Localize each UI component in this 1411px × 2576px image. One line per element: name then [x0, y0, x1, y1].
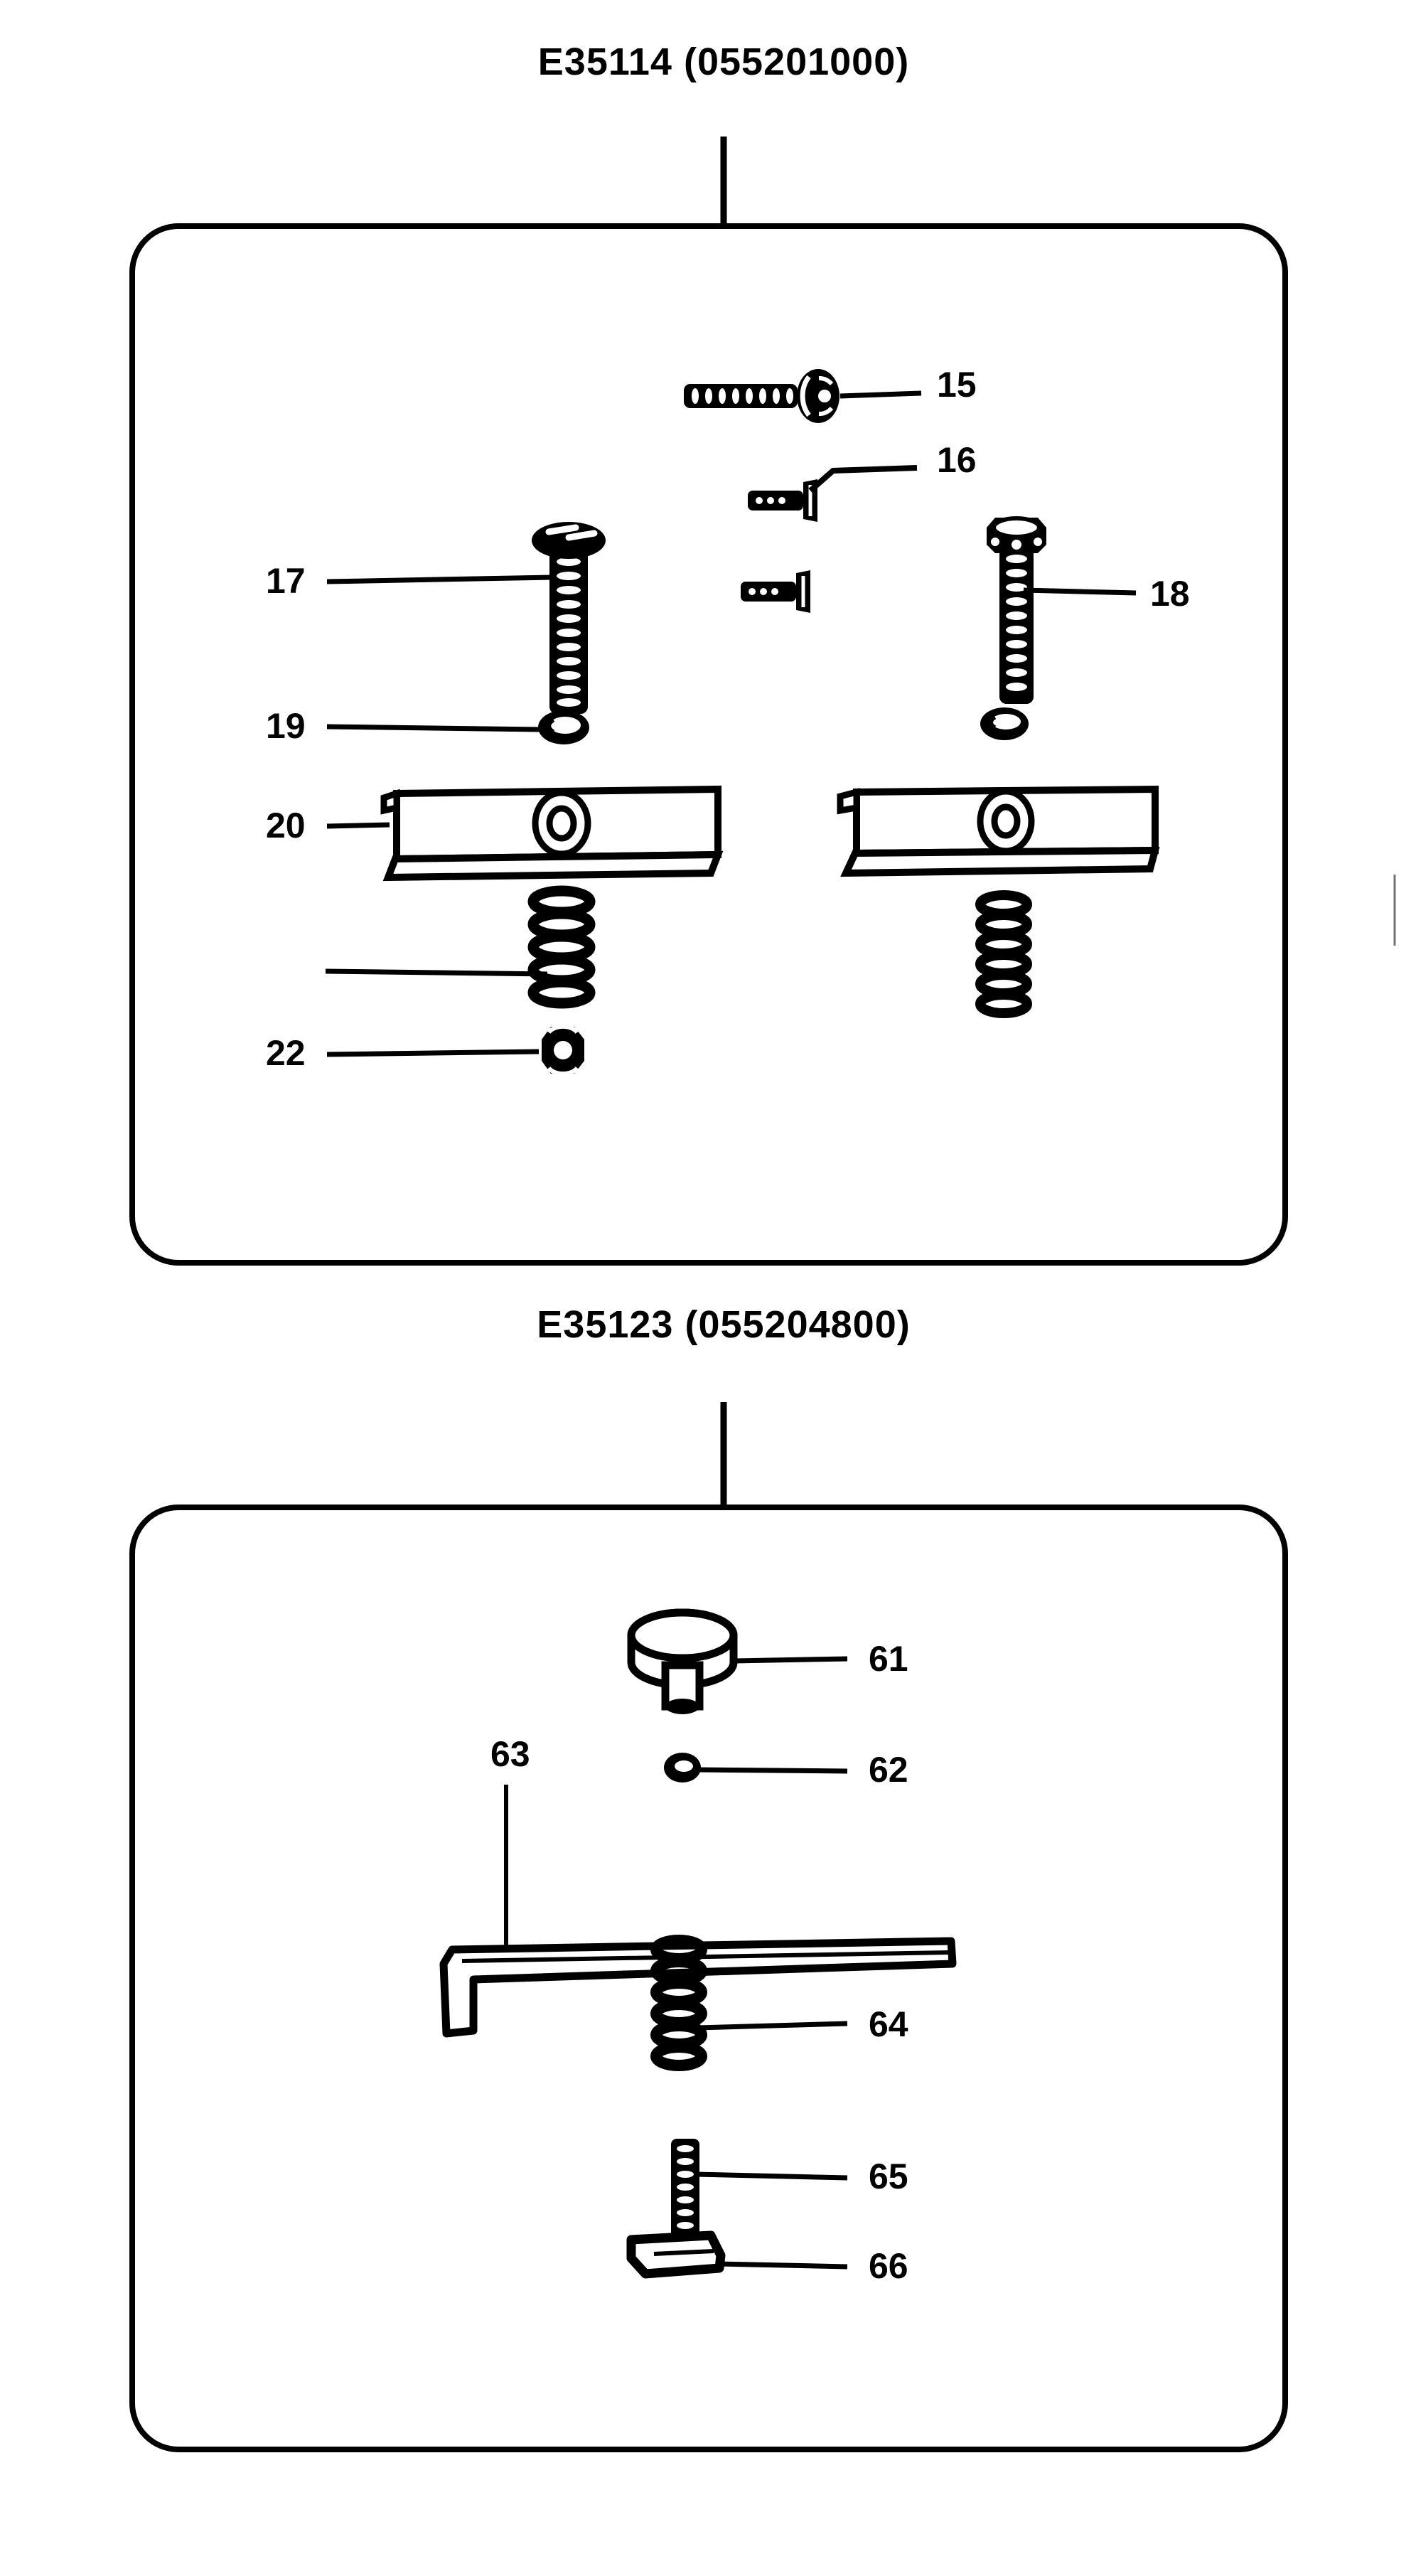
washer-right-upper-panel — [980, 707, 1029, 740]
compression-spring-left — [325, 885, 596, 1009]
part-61-knob — [627, 1608, 848, 1714]
panel-title-upper: E35114 (055201000) — [537, 41, 910, 83]
panel-upper-frame — [129, 137, 1288, 1266]
part-66-t-nut-block — [626, 2230, 848, 2279]
part-17-hex-bolt-left — [326, 522, 606, 714]
part-15-pan-head-screw — [684, 369, 922, 423]
part-18-hex-bolt-right — [987, 516, 1137, 704]
callout-66: 66 — [869, 2246, 908, 2286]
panel-lower-frame — [129, 1402, 1288, 2452]
part-22-hex-nut — [326, 1024, 584, 1076]
part-65-threaded-bolt — [671, 2139, 848, 2241]
callout-17: 17 — [266, 561, 306, 601]
flat-head-screw-lower — [741, 570, 810, 613]
part-63-hex-key — [439, 1785, 957, 2038]
part-64-compression-spring — [650, 1935, 848, 2071]
callout-61: 61 — [869, 1639, 908, 1679]
callout-20: 20 — [266, 806, 306, 845]
compression-spring-right — [975, 890, 1032, 1018]
clamp-bar-right-upper-panel — [837, 785, 1160, 877]
callout-65: 65 — [869, 2157, 908, 2196]
callout-18: 18 — [1150, 574, 1190, 614]
panel-title-lower: E35123 (055204800) — [537, 1303, 911, 1346]
callout-64: 64 — [869, 2004, 908, 2044]
callout-16: 16 — [937, 440, 977, 480]
callout-19: 19 — [266, 706, 306, 746]
callout-15: 15 — [937, 365, 977, 405]
part-62-washer — [664, 1753, 848, 1783]
callout-63: 63 — [490, 1734, 530, 1774]
callout-22: 22 — [266, 1033, 306, 1073]
flat-head-screw-upper — [748, 479, 817, 522]
part-19-washer-left — [326, 710, 589, 744]
part-16-flat-head-screws — [741, 465, 918, 613]
part-20-clamp-bar-left — [326, 785, 724, 882]
callout-62: 62 — [869, 1750, 908, 1790]
